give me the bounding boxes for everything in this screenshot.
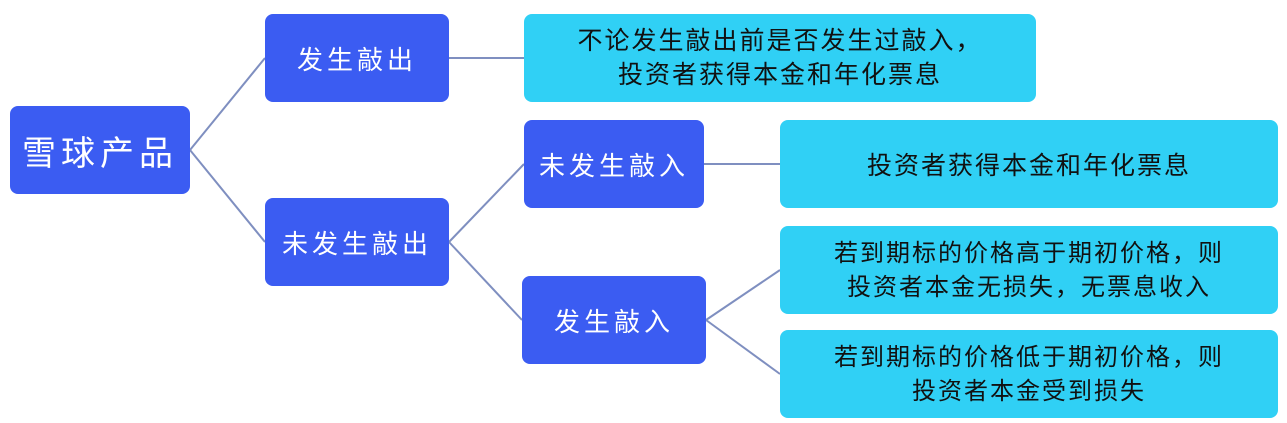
edge-no-knockout-no-knockin [448, 163, 525, 243]
node-knockin: 发生敲入 [522, 276, 706, 364]
node-no-knockout-label: 未发生敲出 [281, 229, 432, 260]
node-result-knockin-low: 若到期标的价格低于期初价格，则 投资者本金受到损失 [780, 330, 1278, 418]
node-knockin-label: 发生敲入 [553, 307, 674, 338]
result-knockin-high-line2: 投资者本金无损失，无票息收入 [847, 273, 1211, 301]
edge-root-no-knockout [189, 149, 266, 243]
node-snowball-product-label: 雪球产品 [22, 133, 178, 174]
result-knockout-line1: 不论发生敲出前是否发生过敲入， [577, 26, 983, 55]
node-result-knockin-high: 若到期标的价格高于期初价格，则 投资者本金无损失，无票息收入 [780, 226, 1278, 314]
node-knockout-label: 发生敲出 [296, 45, 417, 76]
node-knockout: 发生敲出 [265, 14, 449, 102]
node-no-knockin-label: 未发生敲入 [538, 151, 689, 182]
result-knockin-low-line1: 若到期标的价格低于期初价格，则 [834, 343, 1224, 371]
edge-knockin-low [705, 319, 781, 375]
node-no-knockout: 未发生敲出 [265, 198, 449, 286]
edge-knockin-high [705, 269, 781, 321]
node-result-knockout: 不论发生敲出前是否发生过敲入， 投资者获得本金和年化票息 [524, 14, 1036, 102]
result-knockin-low-line2: 投资者本金受到损失 [912, 377, 1146, 405]
result-knockout-line2: 投资者获得本金和年化票息 [617, 60, 942, 89]
node-snowball-product: 雪球产品 [10, 106, 190, 194]
node-no-knockin: 未发生敲入 [524, 120, 704, 208]
node-result-no-knockin: 投资者获得本金和年化票息 [780, 120, 1278, 208]
result-no-knockin-label: 投资者获得本金和年化票息 [866, 151, 1191, 180]
edge-no-knockout-knockin [448, 241, 523, 321]
result-knockin-high-line1: 若到期标的价格高于期初价格，则 [834, 239, 1224, 267]
edge-root-knockout [189, 57, 266, 151]
